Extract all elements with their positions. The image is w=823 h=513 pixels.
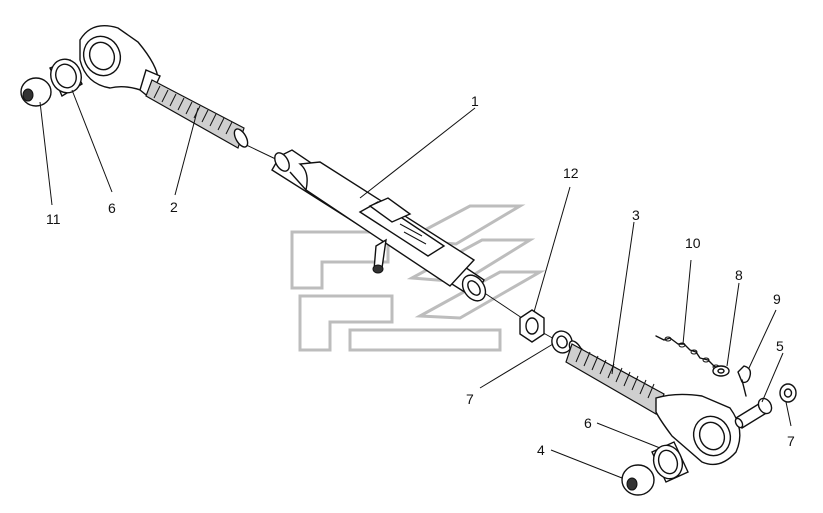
threaded-eye-end-left [79, 25, 249, 149]
leader-lines [39, 89, 792, 479]
hex-nut [519, 309, 545, 343]
callout-8: 8 [735, 267, 743, 283]
ball-joint-right [621, 464, 655, 496]
callout-labels: 1 2 3 4 5 6 6 7 7 8 9 10 11 12 [46, 93, 795, 458]
callout-5: 5 [776, 338, 784, 354]
callout-3: 3 [632, 207, 640, 223]
chain-links [664, 336, 720, 370]
callout-6b: 6 [584, 415, 592, 431]
callout-7b: 7 [787, 433, 795, 449]
washer-right [779, 383, 797, 403]
callout-12: 12 [563, 165, 579, 181]
threaded-eye-end-right [565, 340, 741, 466]
callout-10: 10 [685, 235, 701, 251]
bushing-right [651, 441, 689, 483]
callout-4: 4 [537, 442, 545, 458]
assembly-axis-lower [479, 289, 529, 323]
callout-2: 2 [170, 199, 178, 215]
small-washer [712, 365, 730, 377]
callout-11: 11 [46, 211, 61, 227]
callout-9: 9 [773, 291, 781, 307]
washer-middle [551, 330, 573, 354]
bushing-left [49, 58, 83, 98]
linch-pin [737, 365, 752, 397]
callout-1: 1 [471, 93, 479, 109]
callout-7a: 7 [466, 391, 474, 407]
callout-6a: 6 [108, 200, 116, 216]
safety-chain [655, 335, 721, 371]
pin [734, 397, 773, 429]
ball-joint-left [20, 77, 52, 107]
turnbuckle-tube [271, 149, 487, 302]
